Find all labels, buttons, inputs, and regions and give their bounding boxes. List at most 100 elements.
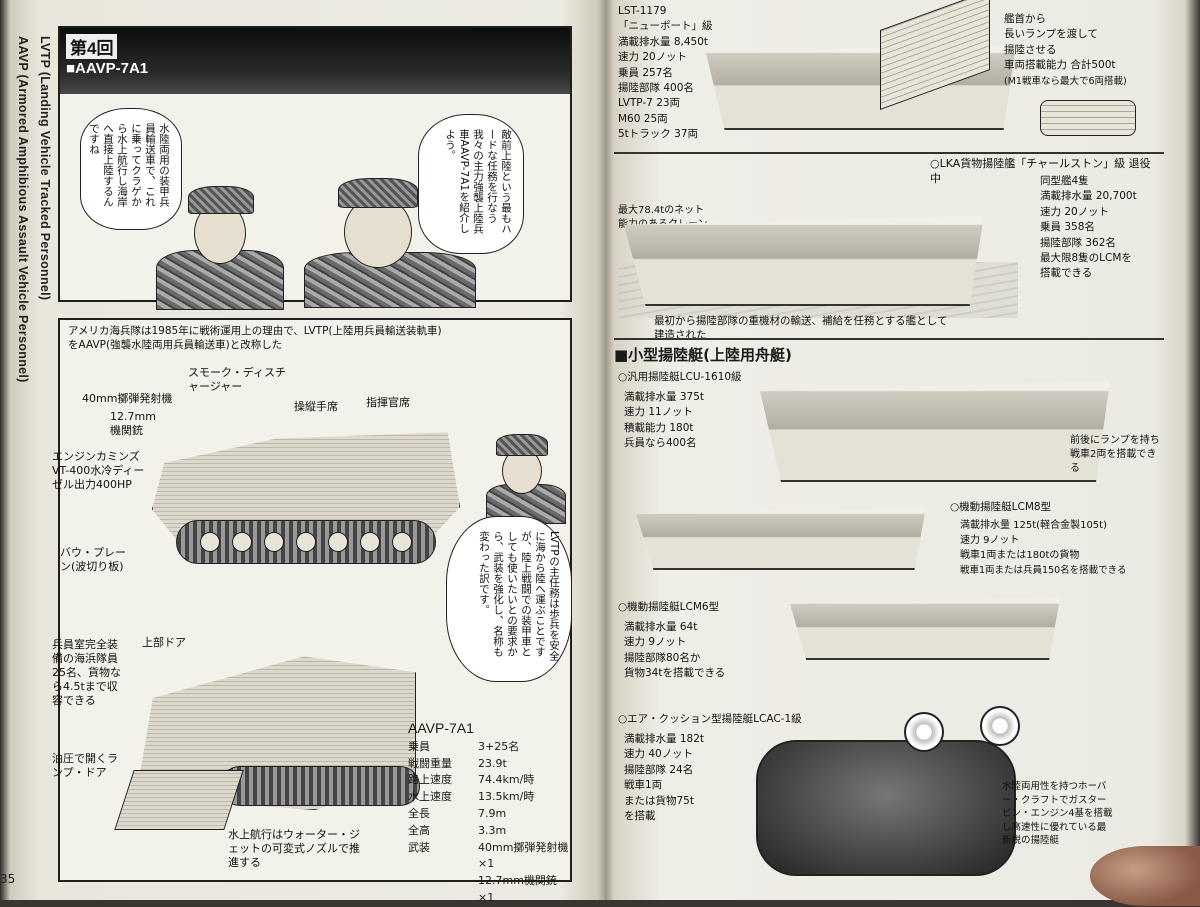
female-soldier-small [480, 430, 570, 524]
lka-spec-line: 満載排水量 20,700t [1040, 190, 1137, 203]
lst-note: 艦首から 長いランプを渡して 揚陸させる 車両搭載能力 合計500t (M1戦車… [1004, 12, 1154, 89]
spec-key [408, 873, 478, 907]
page-number: 35 [0, 872, 16, 886]
aavp-track-rear [220, 766, 420, 806]
road-wheel [232, 532, 252, 552]
spec-key: 戦闘重量 [408, 756, 452, 770]
lka-ship-illustration [624, 215, 984, 306]
section-title-small-landing-craft: ■小型揚陸艇(上陸用舟艇) [614, 346, 792, 364]
side-title-aavp: AAVP (Armored Amphibious Assault Vehicle… [16, 36, 30, 383]
intro-caption: アメリカ海兵隊は1985年に戦術運用上の理由で、LVTP(上陸用兵員輸送装軌車)… [68, 325, 442, 351]
lcac-spec-line: 速力 40ノット [624, 748, 693, 761]
label-troop-compartment: 兵員室完全装備の海浜隊員25名、貨物なら4.5tまで収容できる [52, 638, 121, 707]
lcu-illustration [760, 380, 1110, 482]
female-soldier-illustration [156, 178, 296, 310]
lst-note-line: (M1戦車なら最大で6両搭載) [1004, 75, 1127, 87]
section-rule [614, 152, 1164, 154]
lst-note-line: 揚陸させる [1004, 43, 1057, 56]
spec-key: 乗員 [408, 739, 430, 753]
lcu-spec-line: 速力 11ノット [624, 406, 693, 419]
lcm6-spec-block: 満載排水量 64t 速力 9ノット 揚陸部隊80名か 貨物34tを搭載できる [624, 620, 754, 682]
road-wheel [264, 532, 284, 552]
lcac-propeller-fan [980, 706, 1020, 746]
lcm8-spec-line: 満載排水量 125t(軽合金製105t) [960, 520, 1107, 531]
lcm6-spec-line: 満載排水量 64t [624, 621, 698, 633]
speech-balloon-man: 敵前上陸という最もハードな任務を行なう我々の主力強襲上陸兵車AAVP-7A1を紹… [418, 114, 524, 254]
label-driver-seat: 操縦手席 [294, 400, 338, 413]
lka-spec-line: 最大限8隻のLCMを [1040, 252, 1132, 265]
lcu-note: 前後にランプを持ち戦車2両を搭載できる [1070, 435, 1160, 474]
episode-name: ■AAVP-7A1 [66, 60, 149, 77]
vertical-side-title: LVTP (Landing Vehicle Tracked Personnel)… [16, 36, 52, 456]
label-smoke-discharger: スモーク・ディスチャージャー [188, 366, 287, 393]
label-grenade-launcher: 40mm擲弾発射機 [82, 392, 173, 405]
m1-tank-illustration [1040, 100, 1136, 136]
spec-value: 12.7mm機関銃×1 [478, 874, 557, 904]
lst-line: 速力 20ノット [618, 51, 687, 64]
left-page: LVTP (Landing Vehicle Tracked Personnel)… [0, 0, 604, 904]
spec-title: AAVP-7A1 [408, 720, 474, 736]
road-wheel [200, 532, 220, 552]
lst-line: 「ニューポート」級 [618, 20, 713, 33]
patrol-cap [188, 186, 254, 214]
lcac-title: ○エア・クッション型揚陸艇LCAC-1級 [618, 713, 802, 725]
spec-key: 武装 [408, 840, 430, 854]
panel-header-bar [60, 28, 570, 94]
spec-value: 3.3m [478, 823, 507, 837]
soldier-face [344, 196, 412, 268]
comic-panel-aavp: アメリカ海兵隊は1985年に戦術運用上の理由で、LVTP(上陸用兵員輸送装軌車)… [52, 318, 572, 904]
lst-line: 満載排水量 8,450t [618, 35, 709, 48]
lst-note-line: 長いランプを渡して [1004, 28, 1098, 41]
lst-line: 5tトラック 37両 [618, 128, 698, 141]
episode-label: 第4回 [66, 34, 118, 59]
side-title-lvtp: LVTP (Landing Vehicle Tracked Personnel) [38, 36, 52, 301]
lcm6-spec-line: 速力 9ノット [624, 636, 687, 649]
lst-note-line: 車両搭載能力 合計500t [1004, 59, 1116, 72]
lcac-hovercraft-illustration [756, 740, 1016, 876]
lcac-spec-line: 戦車1両 [624, 779, 663, 792]
spec-value: 23.9t [478, 756, 507, 770]
label-engine: エンジンカミンズVT-400水冷ディーゼル出力400HP [52, 450, 145, 491]
thumb-holding-book [1090, 846, 1200, 906]
male-soldier-illustration [300, 168, 480, 308]
lst-line: LVTP-7 23両 [618, 97, 681, 110]
lcm8-illustration [636, 507, 926, 570]
lcac-spec-block: 満載排水量 182t 速力 40ノット 揚陸部隊 24名 戦車1両 または貨物7… [624, 732, 744, 824]
spec-row: 全高 3.3m [408, 823, 572, 840]
lcac-spec-line: または貨物75t [624, 794, 694, 807]
lka-spec-line: 乗員 358名 [1040, 221, 1095, 234]
lcm6-illustration [790, 597, 1060, 660]
lcm8-spec-line: 速力 9ノット [960, 535, 1020, 546]
lka-spec-line: 搭載できる [1040, 267, 1093, 280]
lka-title: ○LKA貨物揚陸艦「チャールストン」級 退役中 [930, 157, 1151, 186]
speech-balloon-explanation: LVTPの主任務は歩兵を安全に海から陸へ運ぶことですが、陸上戦闘での装甲車として… [446, 516, 572, 682]
lcm8-spec-line: 戦車1両または180tの貨物 [960, 550, 1080, 561]
lka-spec-line: 速力 20ノット [1040, 205, 1109, 218]
road-wheel [392, 532, 412, 552]
lcm8-spec-block: 満載排水量 125t(軽合金製105t) 速力 9ノット 戦車1両または180t… [960, 518, 1156, 578]
label-bow-plane: バウ・プレーン(波切り板) [60, 546, 126, 573]
label-water-jet: 水上航行はウォーター・ジェットの可変式ノズルで推進する [228, 828, 360, 869]
lcm6-spec-line: 揚陸部隊80名か [624, 651, 701, 664]
section-rule [614, 338, 1164, 340]
label-machine-gun: 12.7mm機関銃 [110, 410, 156, 437]
spec-row: 12.7mm機関銃×1 [408, 873, 572, 907]
lcu-title: ○汎用揚陸艇LCU-1610級 [618, 371, 742, 383]
lcac-note: 水陸両用性を持つホーバー・クラフトでガスタービン・エンジン4基を搭載し高速性に優… [1002, 781, 1113, 846]
lka-spec-block: 同型艦4隻 満載排水量 20,700t 速力 20ノット 乗員 358名 揚陸部… [1040, 174, 1158, 282]
speech-balloon-woman: 水陸両用の装甲兵員輸送車で、これに乗ってクラゲから水上航行し海岸へ直接上陸するん… [80, 108, 182, 230]
road-wheel [328, 532, 348, 552]
lst-spec-block: LST-1179 「ニューポート」級 満載排水量 8,450t 速力 20ノット… [618, 4, 728, 143]
road-wheel [360, 532, 380, 552]
lcac-spec-line: 満載排水量 182t [624, 733, 704, 745]
road-wheel [296, 532, 316, 552]
spec-key: 水上速度 [408, 790, 452, 804]
comic-panel-intro: 第4回 ■AAVP-7A1 水陸両用の装甲兵員輸送車で、これに乗ってクラゲから水… [58, 26, 572, 310]
spec-key: 全高 [408, 823, 430, 837]
lst-line: LST-1179 [618, 5, 667, 17]
